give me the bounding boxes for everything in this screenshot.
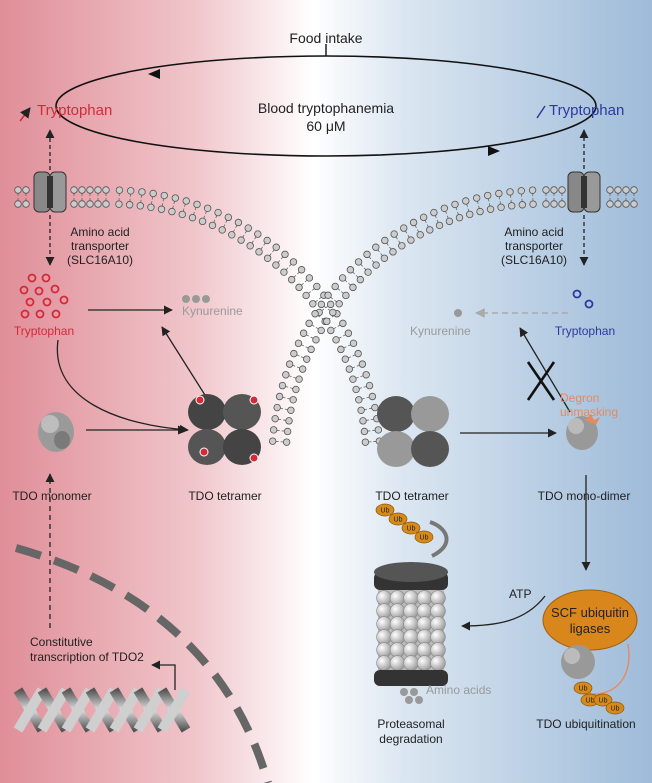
svg-text:Ub: Ub [611, 706, 620, 713]
scf-label-2: ligases [569, 621, 611, 636]
proteasomal-label-1: Proteasomal [377, 717, 445, 731]
transporter-left-label-1: Amino acid [70, 225, 130, 239]
amino-acids-molecules [400, 688, 423, 704]
degron-label-1: Degron [560, 391, 600, 405]
circulation-arrowhead-top [148, 69, 160, 79]
tryptophan-molecules-left [19, 273, 69, 319]
scf-label-1: SCF ubiquitin [550, 605, 630, 620]
tryptophan-low-label: Tryptophan [549, 102, 625, 119]
transporter-left-label-3: (SLC16A10) [66, 253, 134, 267]
atp-arrow [461, 595, 546, 631]
svg-text:Ub: Ub [586, 698, 595, 705]
dna-to-text-arrow [151, 660, 176, 690]
mono-dimer-catalysis-arrow [519, 327, 571, 413]
proteasomal-label-2: degradation [379, 732, 443, 746]
svg-text:Ub: Ub [579, 686, 588, 693]
svg-text:Ub: Ub [394, 517, 403, 524]
tdo-tetramer-right-label: TDO tetramer [375, 489, 449, 503]
tdo-tetramer-right-protein [377, 396, 449, 467]
transporter-right-label-3: (SLC16A10) [500, 253, 568, 267]
proteasome-icon [374, 562, 448, 686]
tdo-monomer-label: TDO monomer [12, 489, 92, 503]
transporter-right-label-2: transporter [504, 239, 564, 253]
transporter-right-icon [567, 171, 601, 213]
atp-label: ATP [509, 587, 532, 601]
ub-tail-into-proteasome [429, 520, 449, 558]
transporter-left-label-2: transporter [70, 239, 130, 253]
svg-text:Ub: Ub [420, 535, 429, 542]
amino-acids-label: Amino acids [426, 683, 492, 697]
blood-tryptophanemia-label: Blood tryptophanemia [257, 100, 395, 116]
trp-stabilization-arrow [56, 339, 189, 434]
transporter-left-icon [33, 171, 67, 213]
transcription-label-1: Constitutive [30, 635, 93, 649]
cell-membrane-right [268, 186, 638, 446]
svg-text:Ub: Ub [381, 508, 390, 515]
tryptophan-left-label: Tryptophan [13, 324, 75, 338]
transporter-right-label-1: Amino acid [504, 225, 564, 239]
degron-label-2: unmasking [560, 405, 619, 419]
transcription-label-2: transcription of TDO2 [30, 650, 144, 664]
tdo-mono-dimer-protein [566, 414, 600, 450]
tryptophan-concentration-label: 60 μM [306, 118, 346, 134]
svg-text:Ub: Ub [407, 526, 416, 533]
dna-helix-icon [13, 687, 191, 733]
kynurenine-molecules-left [182, 295, 210, 303]
kynurenine-molecule-right [454, 309, 462, 317]
tdo-tetramer-left-label: TDO tetramer [188, 489, 262, 503]
ubiquitinated-tdo-protein [561, 645, 595, 679]
kynurenine-left-label: Kynurenine [182, 304, 243, 318]
tryptophan-molecules-right [572, 289, 594, 309]
inhibition-cross-b [526, 361, 556, 401]
tdo-tetramer-left-protein [188, 394, 261, 465]
tryptophan-high-label: Tryptophan [37, 102, 113, 119]
svg-text:Ub: Ub [599, 698, 608, 705]
cell-membrane-left [14, 186, 384, 446]
kynurenine-right-label: Kynurenine [410, 324, 471, 338]
tdo-ubiquitination-label: TDO ubiquitination [536, 717, 636, 731]
circulation-arrowhead-bottom [488, 146, 500, 156]
tdo-mono-dimer-label: TDO mono-dimer [537, 489, 631, 503]
increase-arrow-icon [19, 107, 31, 122]
tryptophan-right-label: Tryptophan [554, 324, 616, 338]
food-intake-label: Food intake [289, 30, 363, 46]
nuclear-envelope [14, 544, 272, 783]
tdo-monomer-protein [38, 412, 74, 452]
decrease-arrow-icon [536, 105, 546, 119]
